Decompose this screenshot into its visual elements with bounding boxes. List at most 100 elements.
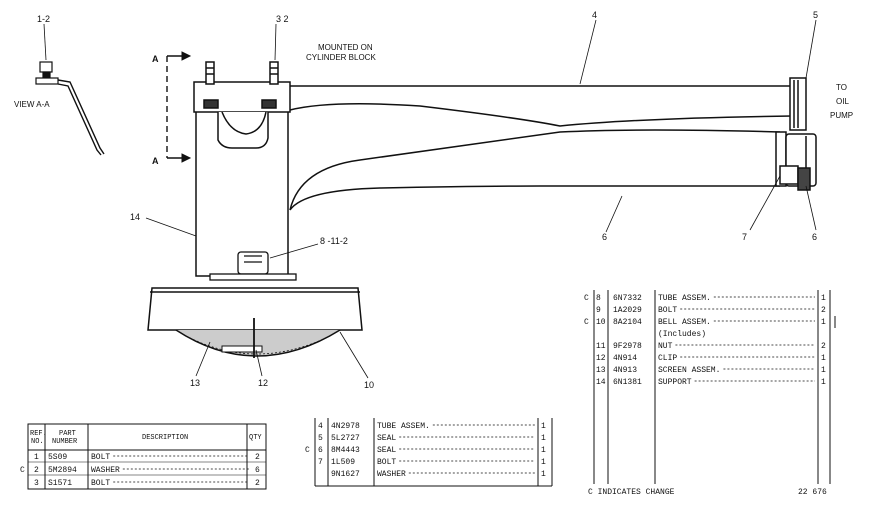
table1-row-ref: 3 [34,479,39,488]
table3-row-part-number: 6N7332 [613,294,642,303]
table2-row-description: WASHER [377,470,406,479]
t1-hdr-qty: QTY [249,434,262,442]
table1-row-description: WASHER [91,466,120,475]
table3-row-description: CLIP [658,354,677,363]
table2-row-qty: 1 [541,470,546,479]
table2-row-part-number: 4N2978 [331,422,360,431]
table2-row-description: SEAL [377,446,396,455]
callout-7: 7 [742,232,747,242]
table2-row-ref: 5 [318,434,323,443]
table3-row-part-number: 6N1381 [613,378,642,387]
support-bracket [193,61,291,277]
section-a-bottom: A [152,156,159,166]
callout-8-11-2: 8 -11-2 [320,236,348,246]
table2-row-ref: 6 [318,446,323,455]
t1-hdr-part-2: NUMBER [52,438,78,446]
table3-row-ref: 8 [596,294,601,303]
parts-table-1 [27,423,267,490]
table3-row-part-number: 4N914 [613,354,637,363]
drawing-number: 22 676 [798,488,827,497]
table3-row-part-number: 9F2978 [613,342,642,351]
table3-row-description: TUBE ASSEM. [658,294,711,303]
table1-row-qty: 2 [255,479,260,488]
table3-row-ref: 11 [596,342,606,351]
callout-1-2: 1-2 [37,14,50,24]
callout-4: 4 [592,10,597,20]
view-aa-detail [35,23,105,156]
table3-row-ref: 10 [596,318,606,327]
table2-row-change-mark: C [305,446,310,455]
callout-leader-14 [145,217,197,237]
change-indicator-note: C INDICATES CHANGE [588,488,675,497]
callout-leader-5 [805,19,817,79]
to-oil-pump-3: PUMP [830,111,853,120]
table2-row-part-number: 5L2727 [331,434,360,443]
table2-row-qty: 1 [541,458,546,467]
callout-3-2: 3 2 [276,14,289,24]
callout-leader-3-2 [274,23,277,61]
table3-row-qty: 1 [821,366,826,375]
table1-row-ref: 2 [34,466,39,475]
table3-row-qty: 1 [821,294,826,303]
upper-tube [289,77,807,131]
table2-row-qty: 1 [541,446,546,455]
table3-row-qty: 2 [821,306,826,315]
table3-row-ref: 9 [596,306,601,315]
callout-10: 10 [364,380,374,390]
callout-13: 13 [190,378,200,388]
table1-row-qty: 2 [255,453,260,462]
view-aa-label: VIEW A-A [14,100,50,109]
table1-row-description: BOLT [91,479,110,488]
table2-row-description: BOLT [377,458,396,467]
callout-12: 12 [258,378,268,388]
table2-row-qty: 1 [541,422,546,431]
table3-row-ref: 14 [596,378,606,387]
table3-row-ref: 12 [596,354,606,363]
table3-row-description: NUT [658,342,673,351]
table2-row-part-number: 8M4443 [331,446,360,455]
table3-row-qty: 1 [821,318,826,327]
callout-leaders-bell [195,331,369,379]
t1-hdr-part-1: PART [59,430,76,438]
table2-row-ref: 4 [318,422,323,431]
table3-row-description: SCREEN ASSEM. [658,366,720,375]
callout-14: 14 [130,212,140,222]
callout-leader-4 [579,19,597,85]
base-nut [209,243,319,281]
table2-row-qty: 1 [541,434,546,443]
table3-row-ref: 13 [596,366,606,375]
mounted-note-line2: CYLINDER BLOCK [306,53,376,62]
section-a-arrows [166,51,192,163]
t1-hdr-ref-2: NO. [31,438,44,446]
table3-row-qty: 1 [821,378,826,387]
t1-hdr-ref-1: REF. [30,430,47,438]
callout-6-lower-tube: 6 [602,232,607,242]
table3-row-change-mark: C [584,318,589,327]
parts-table-3 [593,290,836,484]
table2-row-description: SEAL [377,434,396,443]
lower-tube [289,129,817,211]
table3-row-part-number: 8A2104 [613,318,642,327]
parts-table-2 [314,418,553,487]
to-oil-pump-1: TO [836,83,847,92]
table2-row-part-number: 1L509 [331,458,355,467]
table3-row-description: SUPPORT [658,378,692,387]
table3-row-qty: 2 [821,342,826,351]
table3-row-qty: 1 [821,354,826,363]
bell-assembly [147,287,363,358]
callout-6-seal: 6 [812,232,817,242]
table3-row-description: (Includes) [658,330,706,339]
callout-5: 5 [813,10,818,20]
to-oil-pump-2: OIL [836,97,849,106]
t1-hdr-description: DESCRIPTION [142,434,188,442]
table1-row-part-number: 5M2894 [48,466,77,475]
table3-row-description: BELL ASSEM. [658,318,711,327]
table1-row-description: BOLT [91,453,110,462]
table3-row-part-number: 1A2029 [613,306,642,315]
table2-row-part-number: 9N1627 [331,470,360,479]
table3-row-part-number: 4N913 [613,366,637,375]
